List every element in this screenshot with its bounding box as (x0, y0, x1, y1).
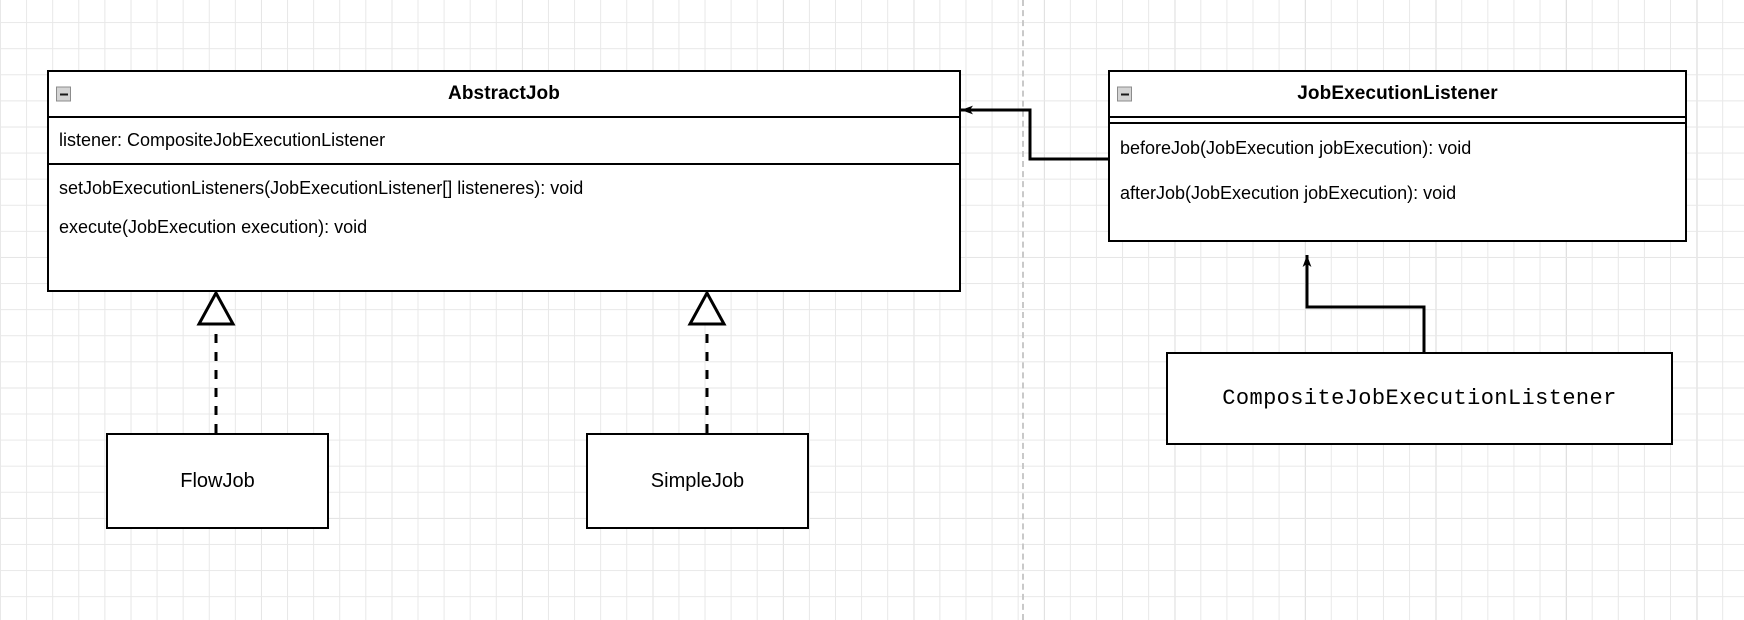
class-box-abstract-job[interactable]: AbstractJob listener: CompositeJobExecut… (47, 70, 961, 292)
attribute-item: listener: CompositeJobExecutionListener (59, 130, 386, 151)
connector-flowjob-realization (196, 289, 236, 433)
connector-listener-to-abstractjob (961, 105, 1108, 161)
attributes-compartment-abstract-job: listener: CompositeJobExecutionListener (49, 118, 959, 165)
operation-item: beforeJob(JobExecution jobExecution): vo… (1120, 138, 1472, 159)
class-name-composite-job-execution-listener: CompositeJobExecutionListener (1222, 386, 1617, 411)
operation-item: afterJob(JobExecution jobExecution): voi… (1120, 183, 1457, 204)
class-name-flow-job: FlowJob (180, 469, 255, 492)
page-break-guide (1022, 0, 1024, 620)
class-box-composite-job-execution-listener[interactable]: CompositeJobExecutionListener (1166, 352, 1673, 445)
class-box-job-execution-listener[interactable]: JobExecutionListener beforeJob(JobExecut… (1108, 70, 1687, 242)
operation-item: setJobExecutionListeners(JobExecutionLis… (59, 178, 584, 199)
class-box-flow-job[interactable]: FlowJob (106, 433, 329, 529)
connector-composite-to-listener (1302, 255, 1426, 352)
class-name-abstract-job: AbstractJob (448, 83, 560, 104)
operations-compartment-job-execution-listener: beforeJob(JobExecution jobExecution): vo… (1110, 124, 1685, 220)
attributes-compartment-job-execution-listener (1110, 118, 1685, 124)
connector-simplejob-realization (687, 289, 727, 433)
class-header-abstract-job: AbstractJob (49, 72, 959, 118)
minus-icon[interactable] (56, 86, 71, 102)
class-name-job-execution-listener: JobExecutionListener (1297, 83, 1498, 104)
class-box-simple-job[interactable]: SimpleJob (586, 433, 809, 529)
operation-item: execute(JobExecution execution): void (59, 217, 368, 238)
operations-compartment-abstract-job: setJobExecutionListeners(JobExecutionLis… (49, 165, 959, 253)
minus-icon[interactable] (1117, 86, 1132, 102)
class-name-simple-job: SimpleJob (650, 469, 745, 492)
class-header-job-execution-listener: JobExecutionListener (1110, 72, 1685, 118)
